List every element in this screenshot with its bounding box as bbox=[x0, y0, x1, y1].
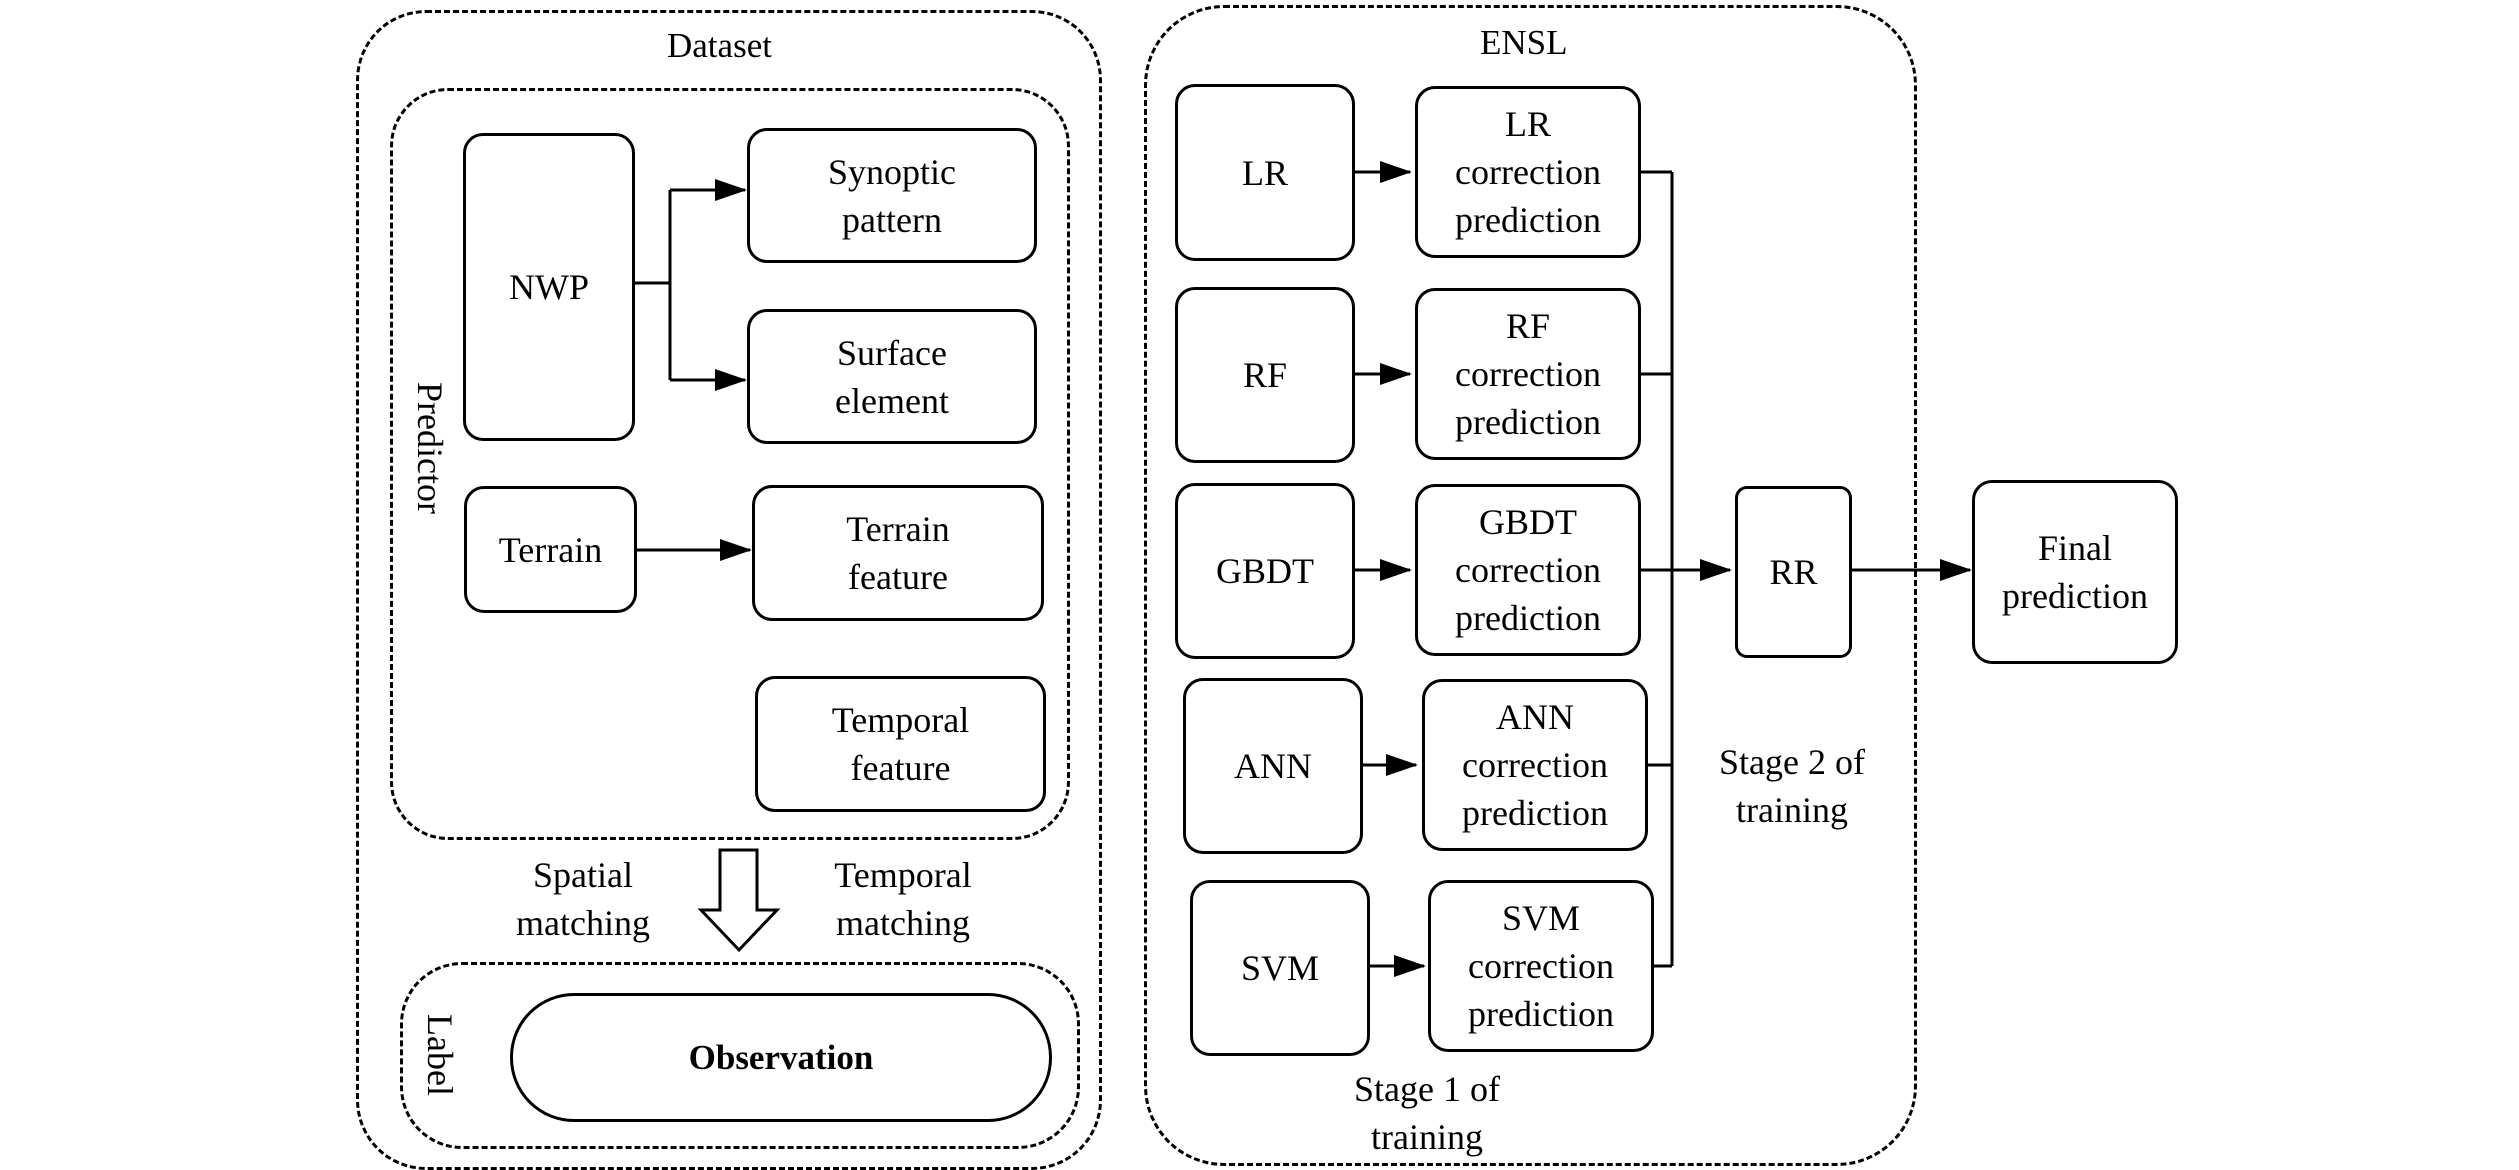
rr-node: RR bbox=[1735, 486, 1852, 658]
matching-arrow bbox=[697, 848, 781, 953]
base-model-gbdt: GBDT bbox=[1175, 483, 1355, 659]
stage2-label: Stage 2 of training bbox=[1719, 742, 1865, 830]
nwp-branch-line bbox=[634, 190, 672, 380]
temporal-matching-label: Temporal matching bbox=[834, 855, 972, 943]
ensl-title: ENSL bbox=[1480, 23, 1568, 62]
dataset-group bbox=[356, 10, 1102, 1170]
nwp-node: NWP bbox=[463, 133, 635, 441]
predictor-label: Predictor bbox=[410, 382, 450, 514]
label-group bbox=[400, 962, 1080, 1149]
base-model-ann: ANN bbox=[1183, 678, 1363, 854]
terrain-node: Terrain bbox=[464, 486, 637, 613]
base-model-svm: SVM bbox=[1190, 880, 1370, 1056]
ensl-group bbox=[1144, 5, 1917, 1166]
spatial-matching-label: Spatial matching bbox=[516, 855, 650, 943]
predictor-group bbox=[390, 88, 1070, 840]
observation-node: Observation bbox=[510, 993, 1052, 1122]
stage1-label: Stage 1 of training bbox=[1354, 1069, 1500, 1157]
base-model-lr: LR bbox=[1175, 84, 1355, 261]
dataset-title: Dataset bbox=[667, 26, 772, 65]
label-label: Label bbox=[420, 1014, 460, 1096]
base-model-rf: RF bbox=[1175, 287, 1355, 463]
bus-line bbox=[1640, 170, 1674, 968]
